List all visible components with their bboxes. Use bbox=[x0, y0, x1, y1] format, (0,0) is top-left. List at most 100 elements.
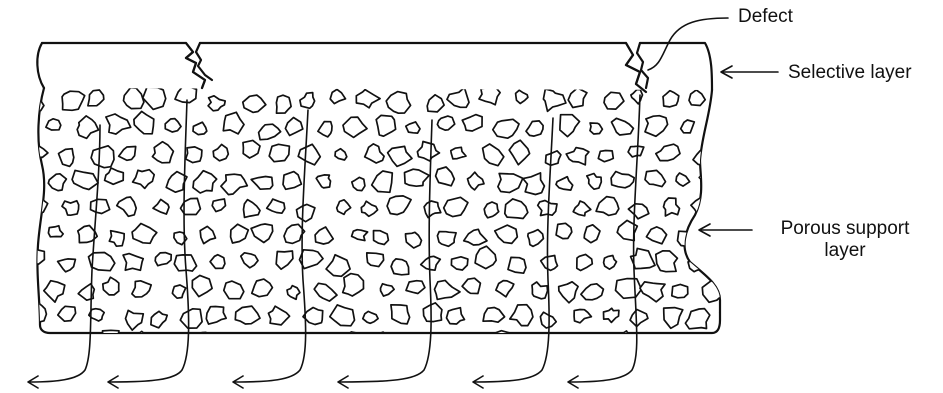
grain bbox=[692, 149, 717, 167]
grain bbox=[629, 308, 649, 328]
grain bbox=[103, 167, 125, 186]
selective-layer bbox=[40, 41, 714, 94]
grain bbox=[87, 307, 106, 322]
grain bbox=[105, 113, 132, 135]
grain bbox=[442, 196, 469, 218]
grain bbox=[580, 335, 602, 354]
grain bbox=[419, 255, 442, 272]
grain bbox=[445, 306, 466, 325]
grain bbox=[539, 254, 559, 272]
grain bbox=[268, 143, 291, 163]
grain bbox=[179, 197, 202, 216]
porous-support-label-line2: layer bbox=[824, 240, 866, 261]
flow-path-2 bbox=[109, 99, 190, 383]
grain bbox=[205, 305, 228, 325]
grain bbox=[229, 223, 250, 244]
grain bbox=[242, 198, 261, 219]
grain bbox=[44, 335, 67, 355]
grain bbox=[250, 278, 274, 298]
grain bbox=[56, 258, 77, 273]
grain bbox=[493, 224, 519, 245]
grain bbox=[531, 281, 549, 300]
grain bbox=[644, 114, 669, 138]
grain bbox=[101, 276, 120, 296]
grain bbox=[450, 255, 469, 271]
grain bbox=[47, 224, 65, 238]
grain bbox=[101, 329, 121, 333]
grain bbox=[461, 336, 486, 356]
grain bbox=[585, 172, 603, 191]
grain bbox=[707, 337, 727, 356]
grain bbox=[528, 340, 544, 353]
grain bbox=[342, 116, 368, 139]
grain bbox=[679, 339, 695, 354]
grain bbox=[495, 279, 515, 298]
grain bbox=[436, 230, 457, 248]
grain bbox=[370, 331, 393, 333]
grain bbox=[211, 198, 227, 213]
grain bbox=[45, 117, 62, 131]
grain bbox=[497, 172, 524, 194]
grain bbox=[76, 224, 99, 244]
grain bbox=[199, 225, 217, 245]
grain bbox=[461, 277, 482, 295]
grain bbox=[733, 228, 753, 245]
grain bbox=[154, 251, 173, 267]
grain bbox=[602, 307, 620, 324]
grain bbox=[557, 337, 577, 353]
selective-layer-label: Selective layer bbox=[788, 62, 912, 83]
grain bbox=[141, 88, 167, 111]
grain bbox=[687, 256, 709, 273]
grain bbox=[436, 115, 456, 131]
grain bbox=[715, 139, 720, 161]
grain bbox=[179, 307, 203, 329]
permeate-flow-paths bbox=[27, 94, 641, 389]
grain bbox=[314, 226, 335, 245]
grain bbox=[670, 283, 689, 299]
grain bbox=[122, 88, 145, 110]
grain bbox=[275, 250, 294, 271]
grain bbox=[61, 199, 80, 217]
grain bbox=[164, 117, 182, 133]
grain bbox=[361, 310, 379, 325]
grain bbox=[466, 171, 485, 191]
grain bbox=[536, 199, 558, 217]
grain bbox=[275, 94, 292, 115]
porous-grains bbox=[37, 88, 753, 356]
grain bbox=[342, 331, 363, 333]
grain bbox=[583, 223, 601, 244]
grain bbox=[386, 145, 413, 168]
grain bbox=[37, 302, 48, 323]
grain bbox=[688, 89, 707, 107]
grain bbox=[718, 305, 720, 323]
grain bbox=[375, 114, 397, 138]
grain bbox=[644, 336, 659, 349]
grain bbox=[526, 228, 545, 248]
grain bbox=[282, 170, 303, 191]
grain bbox=[675, 172, 691, 187]
grain bbox=[192, 331, 214, 333]
grain bbox=[390, 303, 411, 325]
grain bbox=[77, 282, 96, 302]
grain bbox=[192, 169, 218, 194]
grain bbox=[350, 176, 366, 192]
grain bbox=[589, 122, 604, 135]
grain bbox=[87, 89, 105, 107]
grain bbox=[241, 94, 267, 114]
grain bbox=[522, 172, 546, 196]
grain bbox=[328, 304, 356, 327]
grain bbox=[595, 195, 620, 217]
grain bbox=[212, 143, 230, 162]
grain bbox=[423, 200, 442, 219]
grain bbox=[639, 281, 666, 303]
grain bbox=[503, 198, 529, 220]
grain bbox=[329, 88, 347, 105]
grain bbox=[449, 146, 467, 160]
grain bbox=[299, 91, 316, 110]
grain bbox=[363, 143, 385, 164]
grain bbox=[662, 89, 680, 108]
grain bbox=[284, 116, 304, 137]
grain bbox=[525, 120, 544, 137]
grain bbox=[334, 147, 348, 161]
